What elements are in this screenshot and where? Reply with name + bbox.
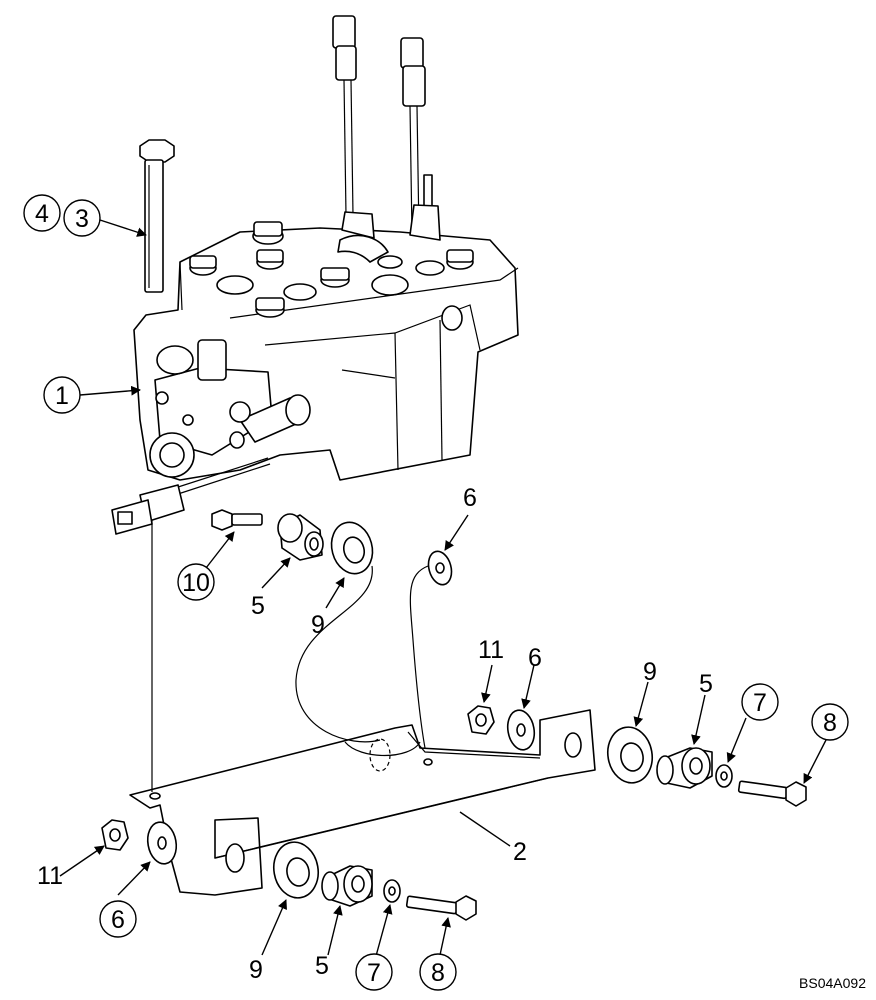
callout-3: 3 (75, 205, 89, 233)
callout-6-left: 6 (111, 906, 125, 934)
washer-9-right (606, 726, 654, 784)
callout-11-left: 11 (37, 862, 63, 890)
callout-9-bottom: 9 (249, 956, 263, 984)
bolt-10 (211, 509, 263, 531)
bolt-8-bottom (405, 895, 477, 921)
callout-6-top: 6 (463, 484, 477, 512)
leader-lines (59, 219, 827, 957)
callout-5-top: 5 (251, 592, 265, 620)
washer-9-top (330, 521, 374, 575)
mounting-bracket (129, 709, 596, 896)
callout-5-right: 5 (699, 670, 713, 698)
hose-right (409, 565, 429, 749)
washer-9-bottom (272, 841, 320, 899)
callout-10: 10 (182, 569, 210, 597)
callout-4: 4 (35, 200, 49, 228)
valve-plugs (189, 204, 474, 331)
hose-left (295, 565, 381, 743)
spacer-5-top (277, 513, 324, 561)
callout-1: 1 (55, 382, 69, 410)
washer-6-left (146, 821, 178, 865)
callout-7-right: 7 (753, 689, 767, 717)
callout-9-top: 9 (311, 611, 325, 639)
callout-5-bottom: 5 (315, 952, 329, 980)
drawing-code: BS04A092 (799, 975, 866, 991)
top-connector-right (400, 37, 433, 236)
bolt-8-right (737, 780, 807, 807)
callout-8-right: 8 (823, 709, 837, 737)
washer-6-top (427, 550, 453, 586)
control-valve-assembly (111, 15, 519, 535)
washer-6-right (506, 709, 536, 751)
callout-8-bottom: 8 (431, 959, 445, 987)
callout-6-right: 6 (528, 644, 542, 672)
lower-connector (111, 457, 271, 535)
spacer-5-right (656, 747, 713, 789)
long-bolt (139, 139, 175, 293)
spacer-5-bottom (321, 865, 373, 907)
callout-11-right: 11 (478, 636, 504, 664)
nut-11-right (467, 705, 495, 735)
callout-7-bottom: 7 (367, 959, 381, 987)
callout-2: 2 (513, 838, 527, 866)
washer-7-bottom (383, 879, 401, 903)
nut-11-left (101, 819, 129, 851)
top-connector-left (332, 15, 357, 216)
callout-9-right: 9 (643, 658, 657, 686)
washer-7-right (715, 764, 733, 788)
side-solenoid (149, 339, 311, 478)
